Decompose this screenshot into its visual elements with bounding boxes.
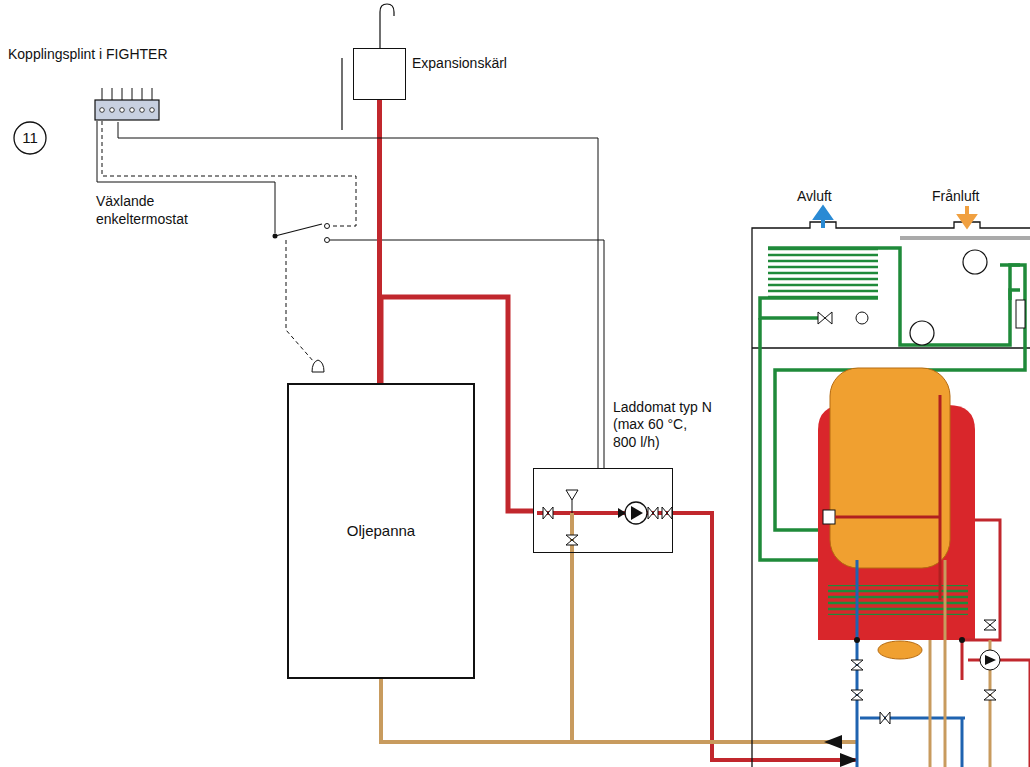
switch-contact bbox=[325, 224, 330, 229]
boiler-box: Oljepanna bbox=[287, 383, 475, 679]
pump-symbol bbox=[980, 650, 1000, 670]
switch-pivot bbox=[273, 234, 278, 239]
tank-inner bbox=[830, 368, 950, 568]
thermostat-label: Växlande enkeltermostat bbox=[96, 193, 206, 228]
extract-arrow bbox=[960, 206, 974, 226]
expansion-vessel: Expansionskärl bbox=[353, 48, 406, 100]
sensor bbox=[856, 312, 868, 324]
evaporator-coil bbox=[768, 248, 878, 298]
callout-number: 11 bbox=[22, 129, 38, 148]
flow-arrow bbox=[824, 735, 842, 749]
tank-piping bbox=[857, 520, 1030, 767]
switch-blade bbox=[275, 224, 322, 236]
switch-contact bbox=[325, 238, 330, 243]
callout-circle: 11 bbox=[13, 121, 47, 155]
capillary bbox=[286, 240, 314, 362]
valves bbox=[543, 490, 672, 545]
overflow-pipe bbox=[341, 58, 342, 130]
terminal-block: Kopplingsplint i FIGHTER bbox=[8, 46, 172, 122]
valves bbox=[851, 620, 996, 724]
flow-arrow bbox=[840, 753, 858, 767]
air-label: Frånluft bbox=[932, 188, 1002, 206]
pump-symbol bbox=[625, 502, 647, 524]
expansion-tank bbox=[878, 641, 922, 659]
immersion-heater bbox=[823, 510, 835, 524]
wire-dashed bbox=[102, 121, 356, 226]
vent-hook bbox=[380, 4, 394, 48]
terminal-symbol bbox=[93, 88, 163, 122]
tank-coil bbox=[828, 585, 968, 615]
pipe bbox=[570, 513, 574, 553]
node-label: Expansionskärl bbox=[412, 55, 507, 73]
exhaust-arrow bbox=[816, 208, 830, 228]
fan bbox=[910, 321, 934, 345]
node-label: Laddomat typ N (max 60 °C, 800 l/h) bbox=[613, 399, 713, 452]
expansion-valve bbox=[818, 312, 832, 324]
duct bbox=[900, 236, 1030, 240]
compressor bbox=[963, 250, 987, 274]
node-label: Kopplingsplint i FIGHTER bbox=[8, 46, 168, 64]
heat-pump-housing bbox=[752, 222, 1030, 767]
node-label: Oljepanna bbox=[347, 522, 415, 541]
filter bbox=[1016, 300, 1025, 328]
sensor-bulb bbox=[312, 360, 324, 372]
return-pipe bbox=[572, 740, 857, 744]
charging-unit: Laddomat typ N (max 60 °C, 800 l/h) bbox=[533, 468, 673, 553]
air-label: Avluft bbox=[797, 188, 857, 206]
